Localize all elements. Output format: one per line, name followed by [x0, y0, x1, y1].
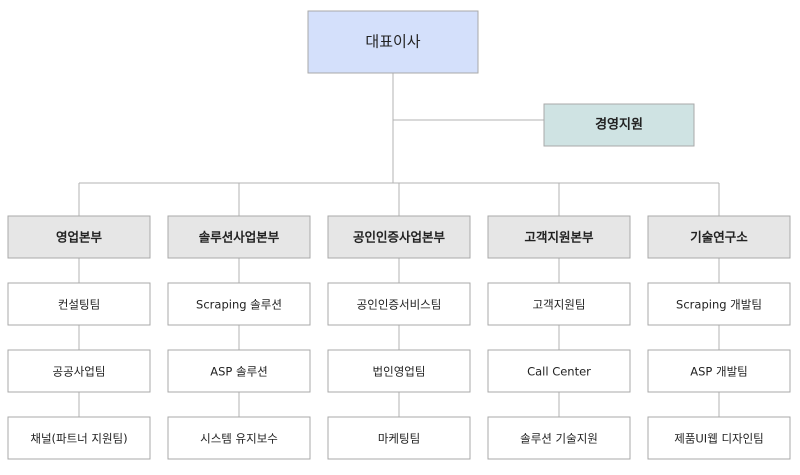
team-box: [647, 416, 791, 460]
team-label: Scraping 솔루션: [196, 298, 282, 312]
division-label: 기술연구소: [690, 230, 748, 245]
ceo-label: 대표이사: [365, 33, 420, 51]
team-label: 공공사업팀: [53, 365, 106, 379]
team-label: 고객지원팀: [533, 298, 586, 312]
division-label: 솔루션사업본부: [199, 230, 280, 245]
team-box: [7, 349, 151, 393]
team-label: Scraping 개발팀: [676, 298, 762, 312]
team-box: [487, 282, 631, 326]
team-box: [647, 282, 791, 326]
division-box: [7, 215, 151, 259]
team-label: 법인영업팀: [373, 365, 426, 379]
team-label: 공인인증서비스팀: [357, 298, 442, 312]
team-label: Call Center: [527, 365, 591, 379]
ceo-box-rect: [307, 10, 479, 74]
team-box: [327, 416, 471, 460]
team-label: 마케팅팀: [378, 432, 420, 446]
management-support-rect: [543, 103, 695, 147]
team-box: [167, 349, 311, 393]
team-label: ASP 개발팀: [690, 365, 748, 379]
division-label: 고객지원본부: [524, 230, 594, 245]
management-support-label: 경영지원: [595, 117, 643, 133]
team-label: 시스템 유지보수: [200, 432, 278, 446]
division-box: [647, 215, 791, 259]
team-box: [487, 416, 631, 460]
division-box: [327, 215, 471, 259]
team-box: [647, 349, 791, 393]
team-box: [487, 349, 631, 393]
division-box: [487, 215, 631, 259]
team-label: 제품UI웹 디자인팀: [674, 432, 764, 446]
team-label: 채널(파트너 지원팀): [30, 432, 127, 446]
team-box: [327, 282, 471, 326]
management-support-box: 경영지원: [543, 103, 695, 147]
division-label: 공인인증사업본부: [353, 230, 446, 245]
team-label: 솔루션 기술지원: [520, 432, 598, 446]
team-box: [327, 349, 471, 393]
ceo-box: 대표이사: [307, 10, 479, 74]
division-box: [167, 215, 311, 259]
team-label: ASP 솔루션: [210, 365, 268, 379]
team-box: [167, 282, 311, 326]
team-box: [167, 416, 311, 460]
division-label: 영업본부: [56, 230, 103, 245]
team-box: [7, 282, 151, 326]
team-box: [7, 416, 151, 460]
team-label: 컨설팅팀: [58, 298, 100, 312]
